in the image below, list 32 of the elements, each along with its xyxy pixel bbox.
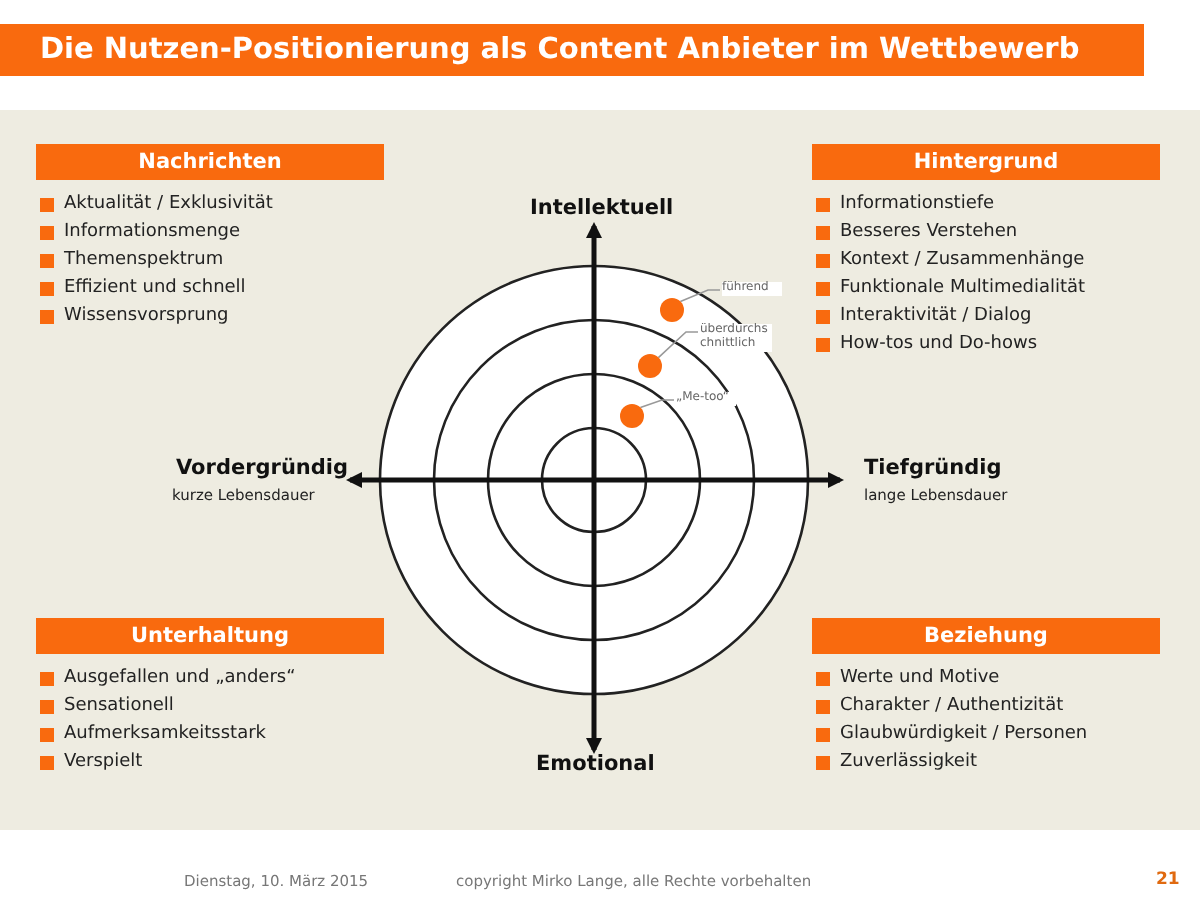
list-item: Informationstiefe bbox=[840, 194, 995, 214]
list-item: Sensationell bbox=[64, 696, 174, 716]
list-item: Aktualität / Exklusivität bbox=[64, 194, 273, 214]
axis-label: Intellektuell bbox=[530, 196, 674, 220]
list-item: Aufmerksamkeitsstark bbox=[64, 724, 267, 744]
list-item: Glaubwürdigkeit / Personen bbox=[840, 724, 1088, 744]
panel-header: Hintergrund bbox=[812, 144, 1160, 180]
list-item: Wissensvorsprung bbox=[64, 306, 229, 326]
list-item: Besseres Verstehen bbox=[840, 222, 1018, 242]
list-item: Informationsmenge bbox=[64, 222, 241, 242]
page-number: 21 bbox=[1156, 870, 1180, 890]
leader-line bbox=[639, 399, 675, 409]
axis-label: Tiefgründig bbox=[864, 456, 1002, 480]
list-item: Werte und Motive bbox=[840, 668, 1000, 688]
list-item: Verspielt bbox=[64, 752, 143, 772]
list-item: Effizient und schnell bbox=[64, 278, 246, 298]
leader-line bbox=[657, 331, 699, 359]
list-item: Interaktivität / Dialog bbox=[840, 306, 1032, 326]
list-item: How-tos und Do-hows bbox=[840, 334, 1038, 354]
list-item: Zuverlässigkeit bbox=[840, 752, 977, 772]
list-item: Funktionale Multimedialität bbox=[840, 278, 1086, 298]
axis-label: Vordergründig bbox=[176, 456, 349, 480]
list-item: Charakter / Authentizität bbox=[840, 696, 1064, 716]
leader-line bbox=[679, 289, 721, 303]
panel-header: Beziehung bbox=[812, 618, 1160, 654]
panel-header: Nachrichten bbox=[36, 144, 384, 180]
list-item: Kontext / Zusammenhänge bbox=[840, 250, 1085, 270]
axis-label: Emotional bbox=[536, 752, 655, 776]
list-item: Ausgefallen und „anders“ bbox=[64, 668, 296, 688]
list-item: Themenspektrum bbox=[64, 250, 224, 270]
title-banner: Die Nutzen-Positionierung als Content Anbieter im Wettbewerb bbox=[0, 24, 1144, 76]
panel-header: Unterhaltung bbox=[36, 618, 384, 654]
